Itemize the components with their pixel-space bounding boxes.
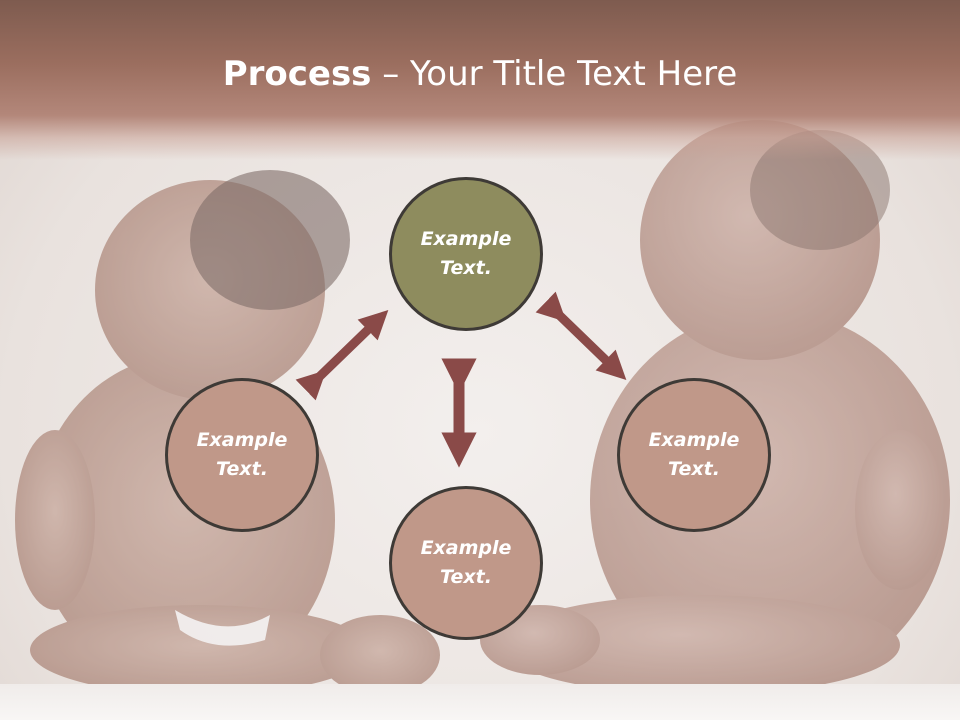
floor-band [0,684,960,720]
node-right-text: Example Text. [648,429,740,480]
node-left-text: Example Text. [196,429,288,480]
node-top-text: Example Text. [420,228,512,279]
slide-title: Process – Your Title Text Here [0,52,960,96]
title-bold: Process [222,54,372,94]
node-bottom[interactable]: Example Text. [389,486,543,640]
arrow-top-left [295,309,389,401]
title-rest: – Your Title Text Here [371,54,738,94]
node-bottom-text: Example Text. [420,537,512,588]
arrow-top-right [535,291,627,381]
title-bar [0,0,960,160]
node-left[interactable]: Example Text. [165,378,319,532]
node-right[interactable]: Example Text. [617,378,771,532]
node-top[interactable]: Example Text. [389,177,543,331]
